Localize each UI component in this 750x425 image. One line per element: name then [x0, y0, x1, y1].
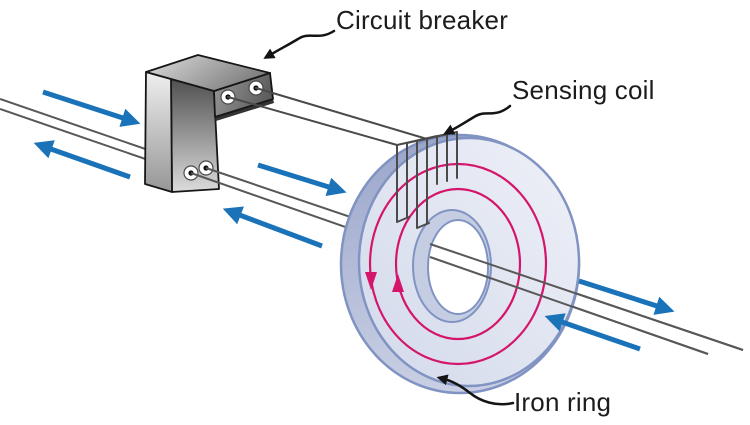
field-arrow-up-icon — [392, 274, 404, 292]
main-wires-left — [0, 98, 161, 165]
current-arrows — [33, 89, 675, 352]
current-arrow-left-forward-icon — [42, 89, 141, 127]
sensing-coil-label: Sensing coil — [512, 75, 655, 105]
current-arrow-middle-return-icon — [222, 206, 323, 249]
sensing-coil-leader-arrow-icon — [443, 104, 512, 135]
iron-ring-leader-arrow-icon — [436, 374, 515, 406]
sensing-coil — [227, 87, 458, 229]
breaker-column-left-face — [144, 71, 173, 193]
coil-lead-upper — [255, 87, 428, 140]
coil-turns — [396, 131, 458, 229]
main-wires-through-ring — [429, 243, 744, 355]
field-arrow-down-icon — [365, 272, 377, 290]
current-arrow-middle-forward-icon — [257, 162, 347, 196]
circuit-breaker-label: Circuit breaker — [336, 5, 509, 35]
iron-ring-label: Iron ring — [514, 387, 612, 417]
breaker-top-face — [145, 54, 271, 92]
circuit-breaker-box — [144, 54, 274, 193]
current-arrow-right-forward-icon — [578, 278, 675, 315]
label-leaders — [263, 29, 515, 406]
field-loop-inner — [394, 187, 522, 341]
current-arrow-left-return-icon — [33, 140, 131, 180]
circuit-breaker-leader-arrow-icon — [263, 29, 336, 59]
iron-ring — [339, 133, 581, 395]
breaker-slab-underside — [215, 99, 274, 121]
current-arrow-right-return-icon — [544, 313, 641, 352]
coil-lead-lower — [227, 96, 398, 146]
